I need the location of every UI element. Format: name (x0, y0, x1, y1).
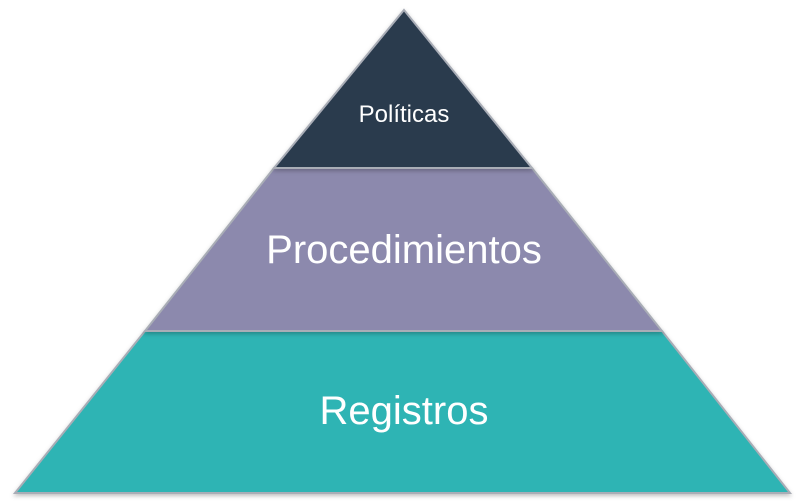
tier-label-procedimientos: Procedimientos (266, 228, 542, 272)
tier-politicas (271, 8, 535, 169)
tier-label-registros: Registros (320, 389, 489, 433)
tier-label-politicas: Políticas (359, 101, 450, 128)
